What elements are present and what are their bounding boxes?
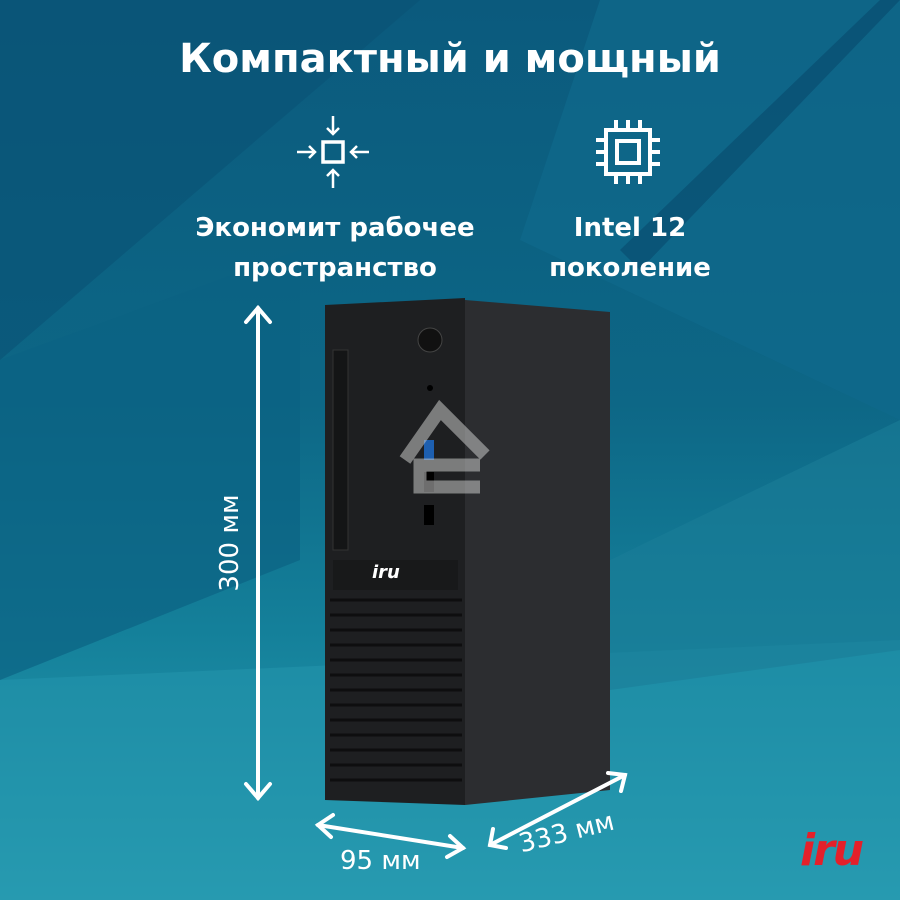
width-arrow — [314, 813, 467, 859]
depth-arrow — [487, 771, 628, 850]
page-title: Компактный и мощный — [179, 36, 721, 82]
height-arrow — [244, 304, 272, 802]
tower-brand-logo: iru — [372, 562, 400, 583]
width-label: 95 мм — [340, 846, 421, 876]
height-label: 300 мм — [215, 494, 245, 592]
compress-arrows-icon — [297, 116, 369, 188]
feature-cpu-line1: Intel 12 — [573, 213, 687, 243]
feature-space: Экономит рабочее пространство — [150, 208, 520, 288]
feature-space-line2: пространство — [233, 253, 437, 283]
cpu-chip-icon — [596, 120, 660, 184]
feature-cpu: Intel 12 поколение — [530, 208, 730, 288]
feature-cpu-line2: поколение — [549, 253, 711, 283]
brand-logo: iru — [800, 825, 864, 876]
feature-space-line1: Экономит рабочее — [195, 213, 475, 243]
